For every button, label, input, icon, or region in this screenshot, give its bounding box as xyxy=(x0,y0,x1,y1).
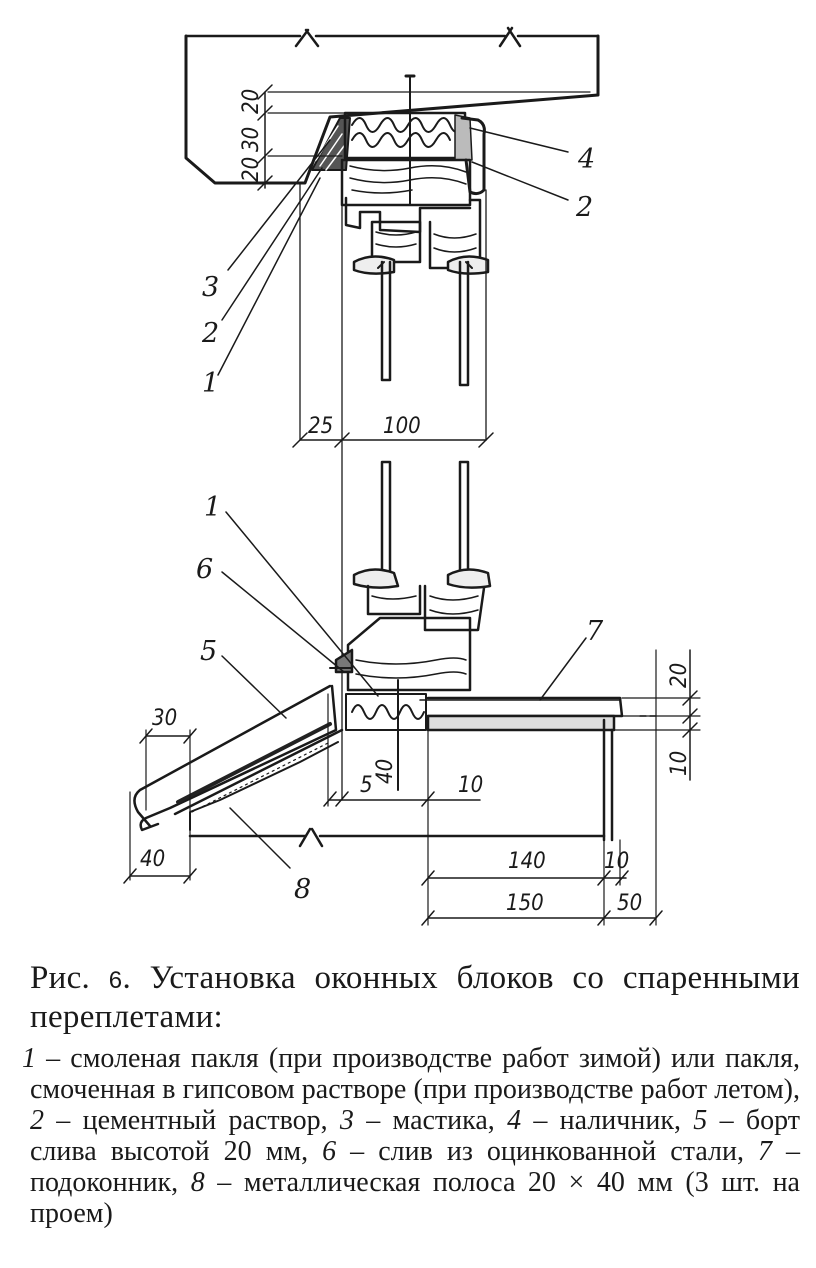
caption-number: 6 xyxy=(108,967,123,994)
dim-10-right: 10 xyxy=(667,751,692,776)
top-trim xyxy=(460,116,486,196)
legend-num-4: 4 xyxy=(507,1105,522,1136)
callout-4: 4 xyxy=(577,144,595,175)
caption-title: Рис. 6. Установка оконных блоков со спар… xyxy=(30,960,800,1035)
legend-num-1: 1 xyxy=(22,1043,36,1074)
callout-2-top: 2 xyxy=(575,192,593,223)
legend-text-6: – слив из оцинкованной стали, xyxy=(336,1136,758,1167)
legend-text-2: – цементный раствор, xyxy=(44,1105,340,1136)
sill xyxy=(419,696,624,842)
dim-140: 140 xyxy=(508,849,546,874)
figure-caption: Рис. 6. Установка оконных блоков со спар… xyxy=(22,960,801,1229)
callout-1-top: 1 xyxy=(202,368,219,399)
dim-top-20a: 20 xyxy=(239,89,264,114)
dim-5: 5 xyxy=(360,773,373,798)
legend-text-1: – смоленая пакля (при производстве работ… xyxy=(30,1043,800,1105)
callout-6: 6 xyxy=(196,554,213,585)
bottom-tow-coils xyxy=(345,693,427,731)
dim-50: 50 xyxy=(617,891,642,916)
top-frame xyxy=(340,158,490,275)
legend-num-7: 7 xyxy=(757,1136,772,1167)
legend-num-2: 2 xyxy=(30,1105,44,1136)
bottom-glass xyxy=(380,460,470,577)
callout-2-left: 2 xyxy=(201,318,219,349)
legend-num-6: 6 xyxy=(322,1136,337,1167)
dim-100: 100 xyxy=(383,414,421,439)
callout-7: 7 xyxy=(586,616,604,647)
dim-top-30: 30 xyxy=(239,127,264,152)
legend-text-4: – наличник, xyxy=(521,1105,694,1136)
callout-8: 8 xyxy=(294,874,311,905)
legend-num-5: 5 xyxy=(693,1105,708,1136)
dimension-bottom xyxy=(123,649,701,926)
technical-drawing: 25 100 20 30 20 xyxy=(123,26,701,926)
dim-25: 25 xyxy=(308,414,333,439)
caption-title-text: . Установка оконных блоков со спаренными… xyxy=(30,960,800,1035)
base-line xyxy=(188,827,606,848)
legend-text-5: – борт слива высотой 20 мм, xyxy=(30,1105,800,1167)
top-glass xyxy=(377,260,473,387)
legend-text-7: – подоконник, xyxy=(30,1136,801,1198)
dim-20-right: 20 xyxy=(667,663,692,688)
dim-30: 30 xyxy=(152,706,177,731)
dim-40-mid: 40 xyxy=(373,759,398,784)
dim-10-bottom: 10 xyxy=(604,849,629,874)
dim-150: 150 xyxy=(506,891,544,916)
caption-legend: 1 – смоленая пакля (при производстве раб… xyxy=(22,1043,801,1229)
callout-3: 3 xyxy=(202,272,219,303)
legend-text-8: – металлическая полоса 20 × 40 мм (3 шт.… xyxy=(30,1167,800,1229)
dim-top-20b: 20 xyxy=(239,157,264,182)
legend-num-3: 3 xyxy=(339,1105,354,1136)
bottom-frame xyxy=(329,568,492,692)
dimension-top-left xyxy=(257,84,591,191)
dim-10: 10 xyxy=(458,773,483,798)
callout-5: 5 xyxy=(200,636,217,667)
legend-num-8: 8 xyxy=(190,1167,205,1198)
caption-prefix: Рис. xyxy=(30,960,91,996)
dimension-25-100 xyxy=(292,432,494,448)
leader-lines xyxy=(217,127,587,869)
top-tow-coils xyxy=(343,111,473,161)
dim-40-left: 40 xyxy=(140,847,165,872)
reference-lines xyxy=(299,159,487,801)
callout-1-bottom: 1 xyxy=(204,492,221,523)
legend-text-3: – мастика, xyxy=(353,1105,508,1136)
